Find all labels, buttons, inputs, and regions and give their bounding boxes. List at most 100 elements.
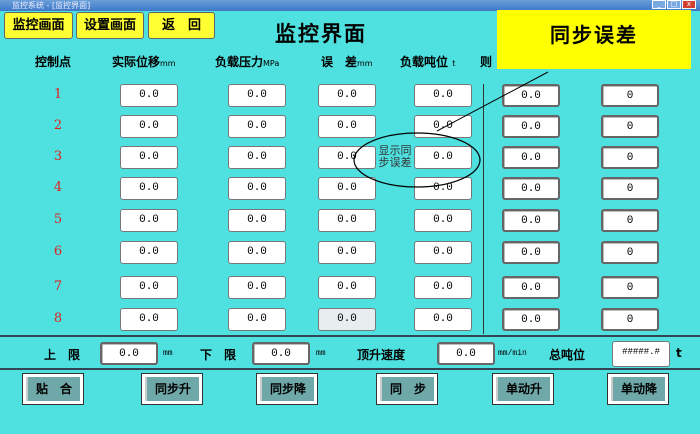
c5-field[interactable]: 0.0 — [502, 146, 560, 169]
action-button-0[interactable]: 贴 合 — [22, 373, 84, 405]
load-field[interactable]: 0.0 — [414, 177, 472, 200]
load-field[interactable]: 0.0 — [414, 308, 472, 331]
error-field[interactable]: 0.0 — [318, 241, 376, 264]
page-title: 监控界面 — [275, 22, 367, 46]
c5-field[interactable]: 0.0 — [502, 177, 560, 200]
load-field[interactable]: 0.0 — [414, 115, 472, 138]
back-button[interactable]: 返 回 — [148, 12, 215, 39]
header-displacement: 实际位移mm — [112, 53, 176, 70]
upper-limit-input[interactable]: 0.0 — [100, 342, 158, 365]
header-label: 负载吨位 — [400, 55, 449, 69]
monitor-screen-button[interactable]: 监控画面 — [4, 12, 73, 39]
c5-field[interactable]: 0.0 — [502, 241, 560, 264]
pressure-field[interactable]: 0.0 — [228, 241, 286, 264]
action-label: 贴 合 — [26, 377, 80, 401]
window-title: 监控系统 - [监控界面] — [12, 1, 91, 10]
error-field[interactable]: 0.0 — [318, 276, 376, 299]
action-button-5[interactable]: 单动降 — [607, 373, 669, 405]
disp-field[interactable]: 0.0 — [120, 276, 178, 299]
disp-field[interactable]: 0.0 — [120, 308, 178, 331]
action-button-3[interactable]: 同 步 — [376, 373, 438, 405]
load-field[interactable]: 0.0 — [414, 84, 472, 107]
pressure-field[interactable]: 0.0 — [228, 146, 286, 169]
divider — [483, 84, 484, 334]
c6-field[interactable]: 0 — [601, 177, 659, 200]
close-button[interactable]: x — [682, 0, 696, 9]
row-label: 6 — [53, 244, 63, 259]
disp-field[interactable]: 0.0 — [120, 115, 178, 138]
speed-unit: mm/min — [498, 349, 527, 358]
action-label: 单动降 — [611, 377, 665, 401]
load-field[interactable]: 0.0 — [414, 276, 472, 299]
divider — [0, 368, 700, 370]
pressure-field[interactable]: 0.0 — [228, 115, 286, 138]
header-pressure: 负载压力MPa — [215, 53, 279, 70]
c6-field[interactable]: 0 — [601, 146, 659, 169]
disp-field[interactable]: 0.0 — [120, 84, 178, 107]
total-load-display: #####.# — [612, 341, 670, 367]
lower-limit-input[interactable]: 0.0 — [252, 342, 310, 365]
pressure-field[interactable]: 0.0 — [228, 209, 286, 232]
header-col5: 则 — [480, 55, 493, 69]
c5-field[interactable]: 0.0 — [502, 308, 560, 331]
header-unit: mm — [357, 59, 373, 68]
disp-field[interactable]: 0.0 — [120, 241, 178, 264]
c6-field[interactable]: 0 — [601, 115, 659, 138]
load-field[interactable]: 0.0 — [414, 241, 472, 264]
row-label: 2 — [53, 118, 63, 133]
c5-field[interactable]: 0.0 — [502, 209, 560, 232]
action-label: 同步升 — [145, 377, 199, 401]
action-label: 同 步 — [380, 377, 434, 401]
c6-field[interactable]: 0 — [601, 308, 659, 331]
header-label: 负载压力 — [215, 55, 264, 69]
pressure-field[interactable]: 0.0 — [228, 177, 286, 200]
row-label: 3 — [53, 149, 63, 164]
load-field[interactable]: 0.0 — [414, 209, 472, 232]
pressure-field[interactable]: 0.0 — [228, 276, 286, 299]
row-label: 8 — [53, 311, 63, 326]
row-label: 1 — [53, 87, 63, 102]
error-field[interactable]: 0.0 — [318, 115, 376, 138]
row-label: 5 — [53, 212, 63, 227]
disp-field[interactable]: 0.0 — [120, 146, 178, 169]
speed-input[interactable]: 0.0 — [437, 342, 495, 365]
header-point: 控制点 — [35, 55, 72, 69]
header-load: 负载吨位 t — [400, 53, 455, 70]
load-field[interactable]: 0.0 — [414, 146, 472, 169]
c6-field[interactable]: 0 — [601, 241, 659, 264]
maximize-button[interactable]: □ — [667, 0, 681, 9]
c5-field[interactable]: 0.0 — [502, 276, 560, 299]
action-button-2[interactable]: 同步降 — [256, 373, 318, 405]
action-button-1[interactable]: 同步升 — [141, 373, 203, 405]
c6-field[interactable]: 0 — [601, 84, 659, 107]
action-label: 同步降 — [260, 377, 314, 401]
error-field[interactable]: 0.0 — [318, 84, 376, 107]
disp-field[interactable]: 0.0 — [120, 177, 178, 200]
upper-limit-label: 上 限 — [44, 348, 81, 362]
row-label: 7 — [53, 279, 63, 294]
disp-field[interactable]: 0.0 — [120, 209, 178, 232]
action-label: 单动升 — [496, 377, 550, 401]
header-unit: mm — [160, 59, 176, 68]
upper-limit-unit: mm — [163, 349, 173, 358]
lower-limit-unit: mm — [316, 349, 326, 358]
c6-field[interactable]: 0 — [601, 209, 659, 232]
error-field[interactable]: 0.0 — [318, 146, 376, 169]
error-field[interactable]: 0.0 — [318, 177, 376, 200]
settings-screen-button[interactable]: 设置画面 — [76, 12, 144, 39]
speed-label: 顶升速度 — [357, 348, 406, 362]
c6-field[interactable]: 0 — [601, 276, 659, 299]
pressure-field[interactable]: 0.0 — [228, 308, 286, 331]
c5-field[interactable]: 0.0 — [502, 84, 560, 107]
header-error: 误 差mm — [321, 53, 373, 70]
error-field[interactable]: 0.0 — [318, 209, 376, 232]
c5-field[interactable]: 0.0 — [502, 115, 560, 138]
minimize-button[interactable]: _ — [652, 0, 666, 9]
header-label: 实际位移 — [112, 55, 161, 69]
action-button-4[interactable]: 单动升 — [492, 373, 554, 405]
divider — [0, 335, 700, 337]
pressure-field[interactable]: 0.0 — [228, 84, 286, 107]
error-field[interactable]: 0.0 — [318, 308, 376, 331]
window-titlebar: 监控系统 - [监控界面] _□x — [0, 0, 700, 11]
header-unit: t — [452, 59, 456, 68]
